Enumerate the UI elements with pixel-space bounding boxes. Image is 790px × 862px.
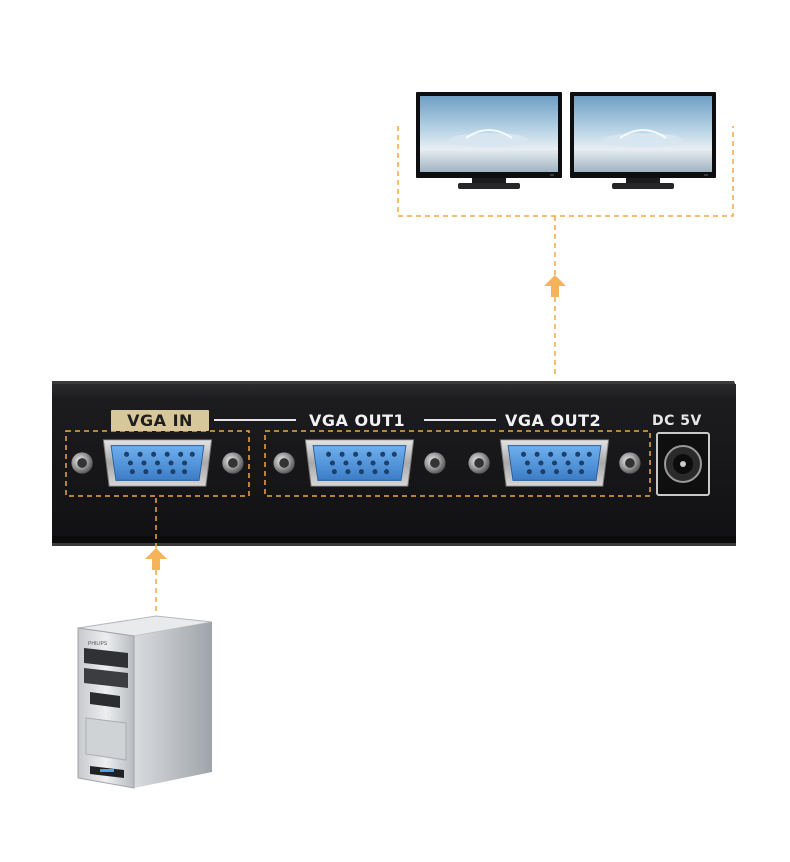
vga-out1-label: VGA OUT1 — [309, 411, 406, 430]
input-connection — [145, 498, 167, 612]
up-arrow-icon — [145, 548, 167, 570]
monitors-group — [416, 92, 716, 190]
computer-tower-icon — [77, 615, 213, 789]
computer-brand: PHILIPS — [88, 641, 108, 647]
dc-power-jack — [656, 432, 710, 496]
monitor-2-icon — [570, 92, 716, 190]
vga-out-highlight — [264, 430, 651, 497]
vga-in-highlight — [65, 430, 250, 497]
monitor-1-icon — [416, 92, 562, 190]
vga-splitter-device — [52, 381, 736, 546]
monitor-bracket — [397, 126, 734, 378]
vga-in-label: VGA IN — [111, 410, 209, 431]
up-arrow-icon — [544, 275, 566, 297]
vga-out2-label: VGA OUT2 — [505, 411, 602, 430]
dc-power-label: DC 5V — [652, 413, 702, 429]
